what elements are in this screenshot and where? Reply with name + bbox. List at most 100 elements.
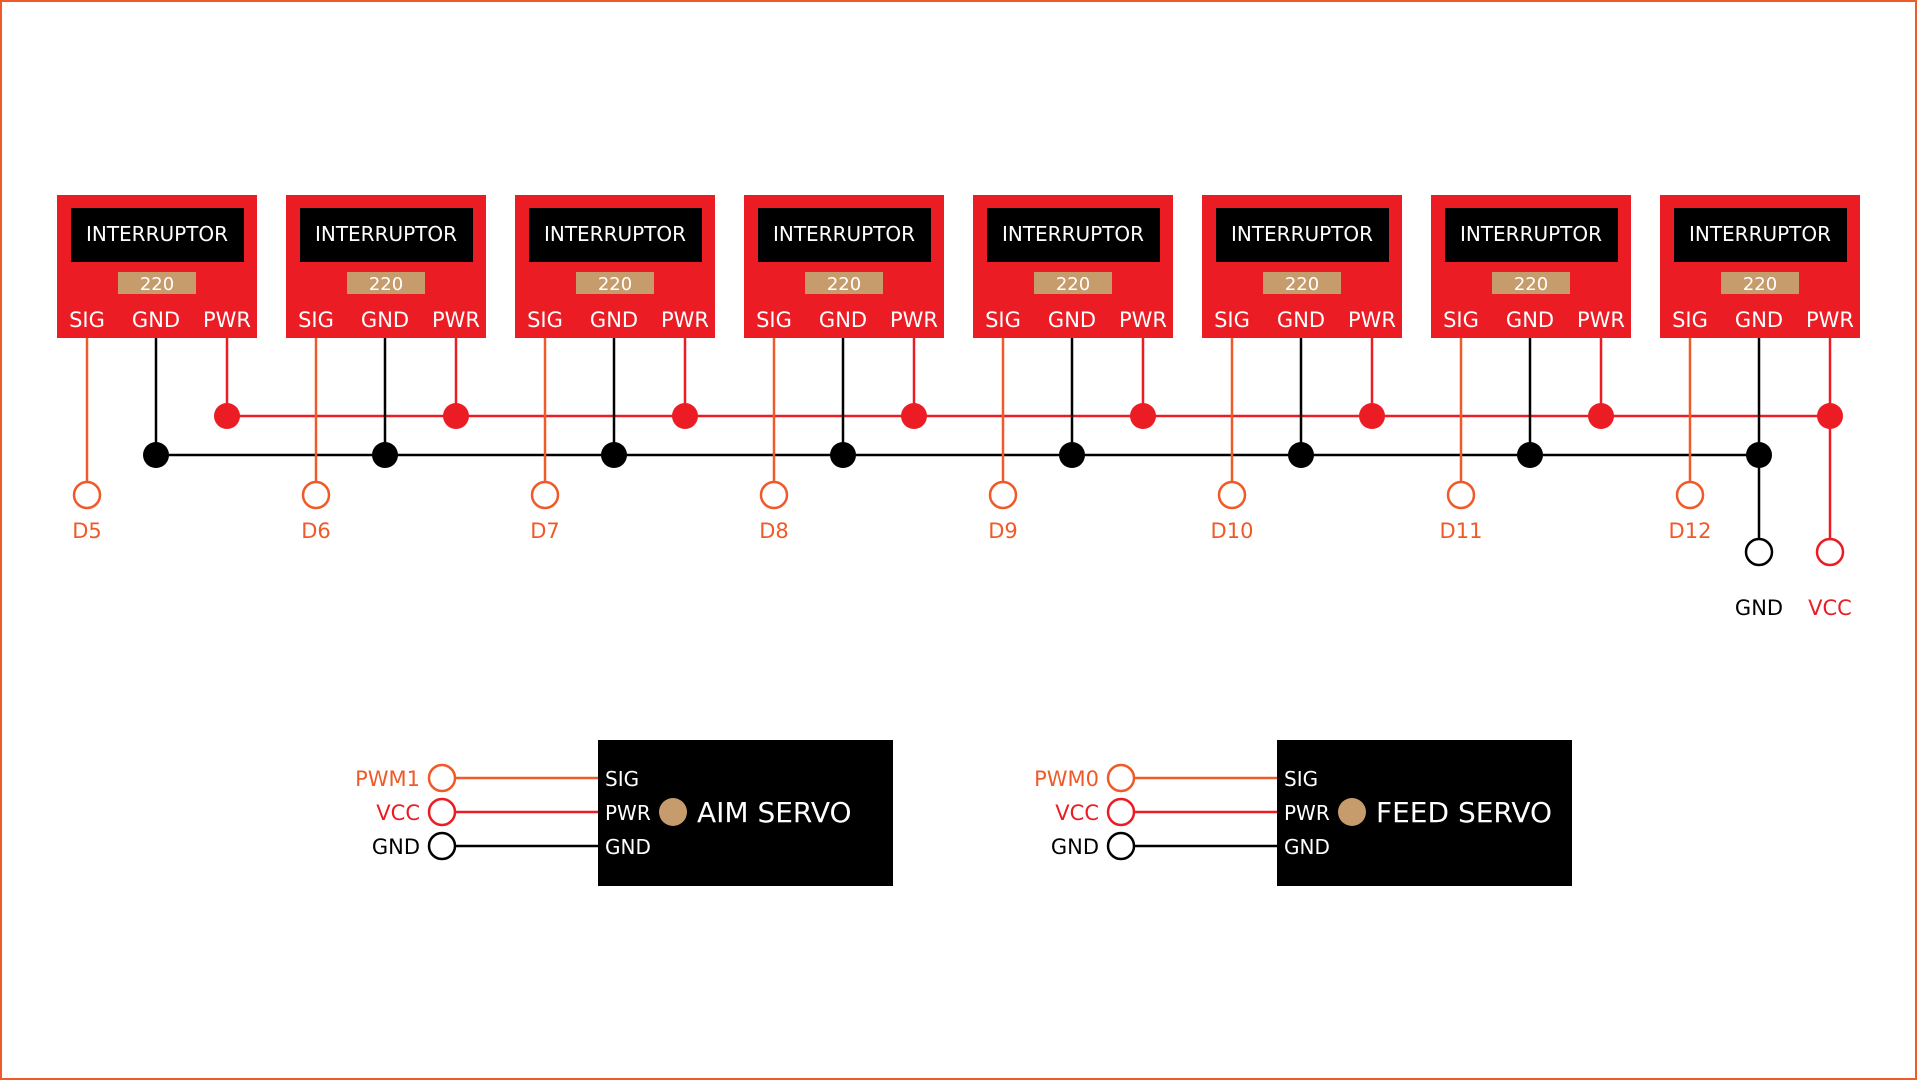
module-title: INTERRUPTOR xyxy=(1231,222,1373,246)
servo-name: AIM SERVO xyxy=(697,796,852,829)
resistor-value: 220 xyxy=(1743,274,1777,295)
resistor-block xyxy=(1034,272,1112,294)
signal-terminal-label: D11 xyxy=(1440,519,1483,543)
servo-pin-label: SIG xyxy=(605,767,639,791)
resistor-block xyxy=(1721,272,1799,294)
signal-terminal-label: D5 xyxy=(72,519,102,543)
power-junction xyxy=(1359,403,1385,429)
resistor-value: 220 xyxy=(1056,274,1090,295)
signal-terminal-label: D8 xyxy=(759,519,789,543)
servo-terminal-label: GND xyxy=(372,835,420,859)
pin-label-pwr: PWR xyxy=(1577,308,1625,332)
signal-terminal xyxy=(759,480,789,510)
module-label-box xyxy=(987,208,1160,262)
ground-junction xyxy=(1288,442,1314,468)
servo-terminal xyxy=(427,831,457,861)
pin-label-gnd: GND xyxy=(361,308,409,332)
servo-pin-label: GND xyxy=(605,835,651,859)
signal-terminal-label: D12 xyxy=(1669,519,1712,543)
servo-terminal-label: VCC xyxy=(376,801,420,825)
pin-label-gnd: GND xyxy=(819,308,867,332)
ground-junction xyxy=(601,442,627,468)
servo-terminal xyxy=(1106,763,1136,793)
resistor-block xyxy=(118,272,196,294)
signal-terminal-label: D9 xyxy=(988,519,1018,543)
resistor-value: 220 xyxy=(827,274,861,295)
signal-terminal-label: D7 xyxy=(530,519,560,543)
module-label-box xyxy=(1674,208,1847,262)
servo-terminal-label: GND xyxy=(1051,835,1099,859)
servo-terminal xyxy=(1106,831,1136,861)
ground-junction xyxy=(1746,442,1772,468)
pin-label-sig: SIG xyxy=(527,308,563,332)
pin-label-pwr: PWR xyxy=(432,308,480,332)
module-label-box xyxy=(529,208,702,262)
power-junction xyxy=(214,403,240,429)
module-title: INTERRUPTOR xyxy=(1689,222,1831,246)
resistor-block xyxy=(1492,272,1570,294)
resistor-block xyxy=(1263,272,1341,294)
resistor-value: 220 xyxy=(140,274,174,295)
power-terminal xyxy=(1815,537,1845,567)
pin-label-sig: SIG xyxy=(298,308,334,332)
power-junction xyxy=(443,403,469,429)
ground-junction xyxy=(1059,442,1085,468)
module-title: INTERRUPTOR xyxy=(1460,222,1602,246)
resistor-value: 220 xyxy=(1514,274,1548,295)
pin-label-gnd: GND xyxy=(1048,308,1096,332)
resistor-value: 220 xyxy=(369,274,403,295)
pin-label-sig: SIG xyxy=(1672,308,1708,332)
resistor-block xyxy=(347,272,425,294)
module-label-box xyxy=(1445,208,1618,262)
module-title: INTERRUPTOR xyxy=(1002,222,1144,246)
signal-terminal xyxy=(72,480,102,510)
pin-label-pwr: PWR xyxy=(1348,308,1396,332)
ground-junction xyxy=(143,442,169,468)
pin-label-sig: SIG xyxy=(985,308,1021,332)
servo-indicator-dot xyxy=(1338,798,1366,826)
signal-terminal xyxy=(301,480,331,510)
ground-junction xyxy=(372,442,398,468)
servo-terminal-label: PWM1 xyxy=(355,767,420,791)
resistor-value: 220 xyxy=(1285,274,1319,295)
module-title: INTERRUPTOR xyxy=(315,222,457,246)
pin-label-pwr: PWR xyxy=(1806,308,1854,332)
servo-pin-label: SIG xyxy=(1284,767,1318,791)
servo-pin-label: PWR xyxy=(1284,801,1330,825)
module-label-box xyxy=(1216,208,1389,262)
servo-body xyxy=(1277,740,1572,886)
module-title: INTERRUPTOR xyxy=(544,222,686,246)
signal-terminal xyxy=(530,480,560,510)
servo-indicator-dot xyxy=(659,798,687,826)
resistor-block xyxy=(576,272,654,294)
pin-label-pwr: PWR xyxy=(661,308,709,332)
pin-label-pwr: PWR xyxy=(203,308,251,332)
signal-terminal-label: D10 xyxy=(1211,519,1254,543)
module-title: INTERRUPTOR xyxy=(773,222,915,246)
servo-body xyxy=(598,740,893,886)
pin-label-sig: SIG xyxy=(69,308,105,332)
power-junction xyxy=(901,403,927,429)
power-junction xyxy=(1817,403,1843,429)
module-label-box xyxy=(71,208,244,262)
servo-terminal xyxy=(1106,797,1136,827)
module-label-box xyxy=(758,208,931,262)
module-label-box xyxy=(300,208,473,262)
servo-terminal-label: PWM0 xyxy=(1034,767,1099,791)
signal-terminal xyxy=(988,480,1018,510)
pin-label-gnd: GND xyxy=(1277,308,1325,332)
